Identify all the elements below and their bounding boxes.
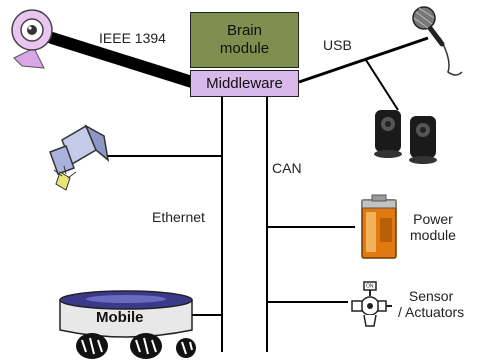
battery-icon bbox=[361, 194, 397, 259]
brain-module-box: Brain module bbox=[190, 12, 299, 68]
robot-arm-icon bbox=[49, 124, 110, 191]
ieee1394-cable bbox=[46, 32, 198, 88]
usb-cable bbox=[298, 36, 429, 84]
brain-module-label: Brain module bbox=[219, 22, 270, 57]
middleware-box: Middleware bbox=[190, 70, 299, 97]
wheel-middle bbox=[130, 333, 162, 359]
wheel-left bbox=[76, 333, 108, 359]
webcam-icon bbox=[11, 9, 53, 69]
svg-text:ON: ON bbox=[366, 284, 374, 290]
usb-speaker-branch bbox=[365, 59, 399, 111]
microphone-icon bbox=[412, 6, 463, 76]
wheel-right bbox=[176, 338, 196, 358]
ieee1394-label: IEEE 1394 bbox=[99, 30, 166, 46]
sensor-actuators-label: Sensor / Actuators bbox=[398, 288, 465, 321]
valve-icon: ON bbox=[351, 281, 392, 327]
power-module-label: Power module bbox=[410, 211, 456, 244]
usb-label: USB bbox=[323, 37, 352, 53]
can-label: CAN bbox=[272, 160, 302, 176]
ethernet-label: Ethernet bbox=[152, 209, 205, 225]
speakers-icon bbox=[374, 110, 437, 164]
mobile-base-icon bbox=[59, 290, 196, 359]
mobile-label: Mobile bbox=[96, 309, 144, 326]
middleware-label: Middleware bbox=[206, 75, 283, 92]
